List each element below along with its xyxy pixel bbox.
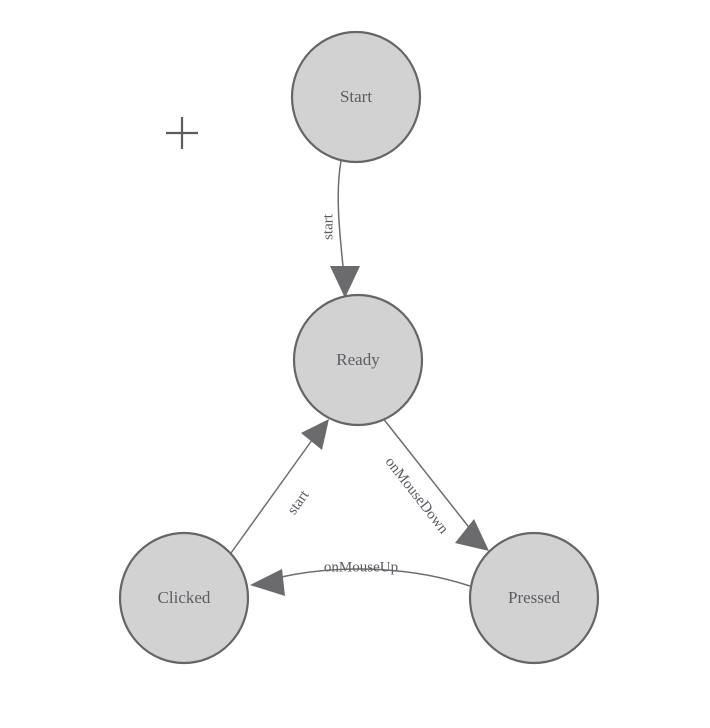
node-clicked[interactable]: Clicked [118,531,250,665]
edge-pressed-to-clicked[interactable] [250,568,471,596]
edge-label-ready-to-pressed: onMouseDown [382,454,452,537]
arrowhead-clicked-to-ready [301,419,329,450]
node-label-start: Start [340,87,372,106]
edge-label-pressed-to-clicked: onMouseUp [324,559,398,575]
edges-layer [230,160,489,596]
edge-ready-to-pressed[interactable] [381,416,489,551]
edge-line-ready-to-pressed [381,416,480,541]
node-label-clicked: Clicked [158,588,211,607]
node-circle-clicked[interactable] [118,531,250,665]
edge-label-clicked-to-ready: start [285,487,313,518]
node-label-pressed: Pressed [508,588,560,607]
arrowhead-ready-to-pressed [455,519,489,551]
edge-line-pressed-to-clicked [261,568,471,587]
edge-label-start-to-ready: start [320,213,336,240]
edge-clicked-to-ready[interactable] [230,419,329,554]
node-pressed[interactable]: Pressed [468,531,600,665]
arrowhead-pressed-to-clicked [250,569,285,596]
edge-line-clicked-to-ready [230,428,321,554]
node-circle-start[interactable] [290,30,422,164]
node-circle-pressed[interactable] [468,531,600,665]
edge-start-to-ready[interactable] [330,160,360,298]
node-start[interactable]: Start [290,30,422,164]
arrowhead-start-to-ready [330,266,360,298]
node-label-ready: Ready [336,350,380,369]
node-ready[interactable]: Ready [292,293,424,427]
crosshair-cursor-marker [166,117,198,149]
node-circle-ready[interactable] [292,293,424,427]
